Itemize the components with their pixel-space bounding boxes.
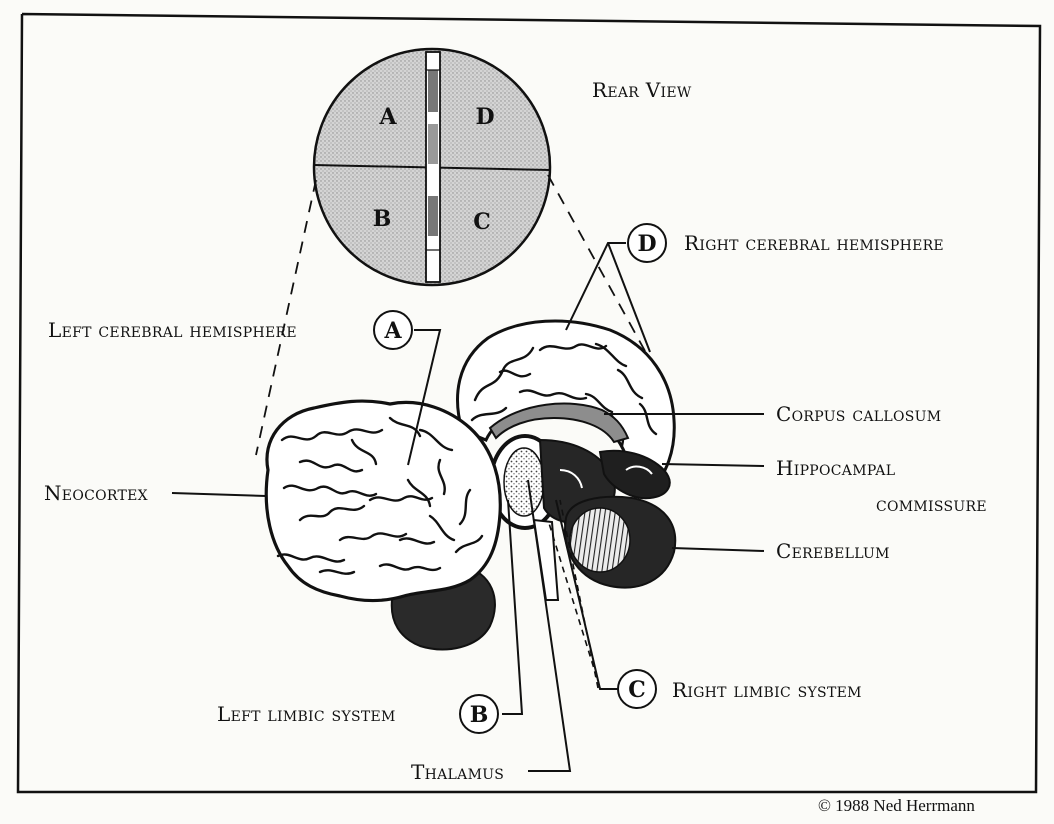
right-cerebral-hemisphere-label: Right cerebral hemisphere xyxy=(684,233,944,253)
marker-c-letter: C xyxy=(628,677,646,703)
left-limbic-system-label: Left limbic system xyxy=(217,704,396,724)
rear-view-title: Rear View xyxy=(592,80,692,100)
cerebellum-label: Cerebellum xyxy=(776,541,890,561)
quadrant-a-letter: A xyxy=(378,104,397,130)
left-cerebral-hemisphere-label: Left cerebral hemisphere xyxy=(48,320,297,340)
marker-b-letter: B xyxy=(470,702,489,728)
neocortex-label: Neocortex xyxy=(44,483,148,503)
thalamus-label: Thalamus xyxy=(411,762,504,782)
copyright-notice: © 1988 Ned Herrmann xyxy=(818,796,975,816)
hippocampal-label: Hippocampal xyxy=(776,458,895,478)
corpus-callosum-label: Corpus callosum xyxy=(776,404,941,424)
right-limbic-system-label: Right limbic system xyxy=(672,680,862,700)
quadrant-c-letter: C xyxy=(473,209,491,235)
marker-d-letter: D xyxy=(637,231,656,257)
quadrant-b-letter: B xyxy=(373,206,392,232)
left-hemisphere-drawing xyxy=(266,401,500,649)
commissure-label: commissure xyxy=(876,494,987,514)
quadrant-d-letter: D xyxy=(475,104,494,130)
rear-view-circle xyxy=(314,49,550,285)
marker-a-letter: A xyxy=(383,318,402,344)
